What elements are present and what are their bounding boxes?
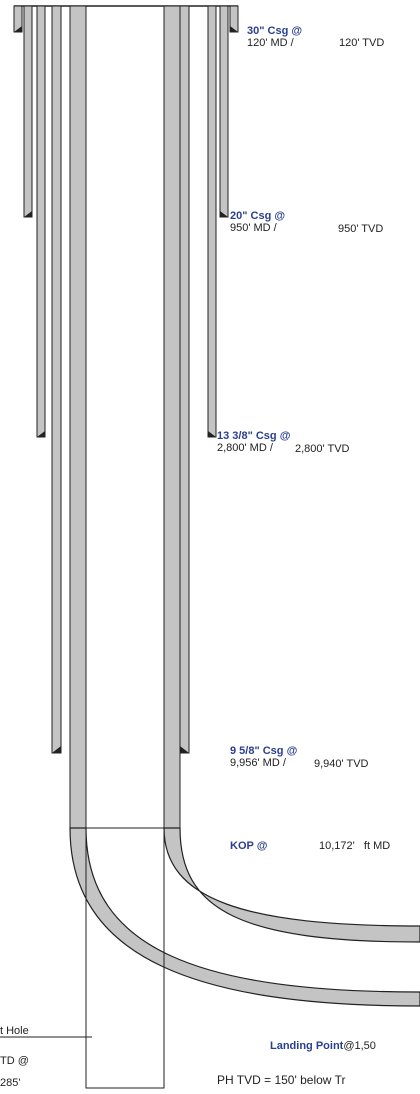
casing-shoe-20in-right bbox=[220, 211, 228, 217]
build-curve-outer bbox=[69, 827, 420, 1007]
casing-tvd: 2,800' TVD bbox=[295, 443, 350, 455]
production-casing-right bbox=[163, 5, 181, 829]
landing-point-label: Landing Point@1,50 bbox=[270, 1040, 376, 1052]
casing-label-9-5-8in: 9 5/8" Csg @ 9,956' MD / 9,940' TVD bbox=[230, 745, 368, 770]
casing-shoe-9-5-8in-left bbox=[52, 746, 61, 753]
landing-value: @1,50 bbox=[343, 1040, 376, 1052]
casing-name: 20" Csg @ bbox=[230, 210, 286, 222]
casing-20in-left bbox=[23, 5, 33, 218]
casing-name: 13 3/8" Csg @ bbox=[217, 430, 291, 442]
build-curve-inner bbox=[163, 827, 420, 943]
kop-unit: ft MD bbox=[363, 840, 391, 852]
casing-md: 9,956' MD / bbox=[230, 757, 286, 769]
casing-tvd: 120' TVD bbox=[339, 37, 385, 49]
casing-shoe-20in-left bbox=[24, 211, 32, 217]
pilot-hole bbox=[85, 827, 165, 1089]
casing-shoe-30in-left bbox=[14, 26, 22, 32]
casing-tvd: 950' TVD bbox=[338, 223, 384, 235]
casing-shoe-13-3-8in-right bbox=[208, 431, 216, 437]
casing-20in-right bbox=[219, 5, 229, 218]
casing-label-30in: 30" Csg @ 120' MD / 120' TVD bbox=[247, 25, 384, 49]
pilot-hole-label: t Hole bbox=[0, 1025, 29, 1037]
casing-tvd: 9,940' TVD bbox=[314, 758, 369, 770]
kop-label: KOP @ bbox=[230, 840, 267, 852]
casing-13-3-8in-left bbox=[36, 5, 46, 438]
casing-md: 120' MD / bbox=[247, 37, 294, 49]
casing-md: 950' MD / bbox=[230, 222, 277, 234]
landing-title: Landing Point bbox=[270, 1040, 344, 1052]
casing-name: 9 5/8" Csg @ bbox=[230, 745, 298, 757]
kop-value-group: 10,172' ft MD bbox=[319, 840, 390, 852]
casing-name: 30" Csg @ bbox=[247, 25, 303, 37]
casing-13-3-8in-right bbox=[207, 5, 217, 438]
pilot-hole-td-value: 285' bbox=[0, 1077, 21, 1089]
casing-md: 2,800' MD / bbox=[217, 442, 273, 454]
pilot-hole-td-label: TD @ bbox=[0, 1055, 29, 1067]
casing-9-5-8in-right bbox=[179, 5, 190, 754]
kop-title: KOP @ bbox=[230, 840, 268, 852]
casing-shoe-9-5-8in-right bbox=[180, 746, 189, 753]
kop-value: 10,172' bbox=[319, 840, 355, 852]
production-casing-left bbox=[69, 5, 87, 829]
casing-shoe-30in-right bbox=[230, 26, 238, 32]
casing-shoe-13-3-8in-left bbox=[37, 431, 45, 437]
casing-label-20in: 20" Csg @ 950' MD / 950' TVD bbox=[230, 210, 383, 235]
ph-tvd-note: PH TVD = 150' below Tr bbox=[217, 1073, 346, 1087]
casing-label-13-3-8in: 13 3/8" Csg @ 2,800' MD / 2,800' TVD bbox=[217, 430, 349, 455]
casing-9-5-8in-left bbox=[51, 5, 62, 754]
